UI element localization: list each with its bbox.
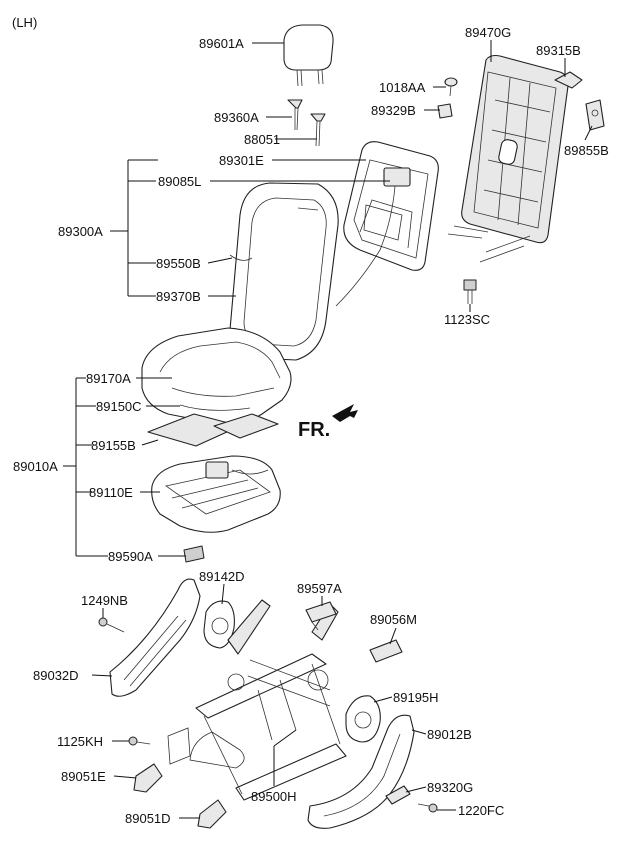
seat-cushion-part [141,327,292,425]
part-label-89855b: 89855B [564,143,609,158]
part-label-1123sc: 1123SC [444,312,490,327]
front-arrow [332,404,358,422]
part-label-1018aa: 1018AA [379,80,426,95]
part-label-89601a: 89601A [199,36,244,51]
bracket-89051e-part [133,763,163,793]
part-label-89051d: 89051D [125,811,171,826]
part-label-89300a: 89300A [58,224,103,239]
cover-89590a-part [183,545,205,563]
part-label-89590a: 89590A [108,549,153,564]
part-label-89597a: 89597A [297,581,342,596]
part-label-89012b: 89012B [427,727,472,742]
connector-89329b-part [437,103,453,119]
side-shield-left-part [109,578,201,697]
seat-track-mechanism-part [167,599,347,801]
part-label-89315b: 89315B [536,43,581,58]
bracket-89051d-part [197,799,227,829]
part-label-89142d: 89142D [199,569,245,584]
part-label-89155b: 89155B [91,438,136,453]
bolt-1123sc-part [463,279,477,304]
recliner-cover-part [203,600,235,649]
part-label-89110e: 89110E [89,485,133,500]
bolt-1018aa-part [444,77,458,97]
part-label-89470g: 89470G [465,25,511,40]
bracket-89320g-part [385,785,411,805]
bolt-1249nb-part [98,617,125,633]
bolt-1220fc-part [417,803,438,813]
part-label-89150c: 89150C [96,399,142,414]
part-label-89500h: 89500H [251,789,297,804]
part-label-89051e: 89051E [61,769,106,784]
bolt-1125kh-part [128,736,151,746]
part-label-89195h: 89195H [393,690,439,705]
side-shield-right-part [307,714,415,829]
side-label: (LH) [12,15,37,30]
part-label-89370b: 89370B [156,289,201,304]
headrest-part [283,24,334,87]
seat-pad-part [147,413,279,447]
part-label-89032d: 89032D [33,668,79,683]
part-label-1125kh: 1125KH [57,734,103,749]
part-label-89010a: 89010A [13,459,58,474]
part-label-88051: 88051 [244,132,280,147]
part-label-89360a: 89360A [214,110,259,125]
seat-back-panel-part [447,54,569,263]
recliner-cover-right-part [345,695,381,743]
seat-back-frame-part [335,141,439,307]
stopper-89056m-part [369,639,403,663]
part-label-89085l: 89085L [158,174,201,189]
part-label-89056m: 89056M [370,612,417,627]
part-label-89301e: 89301E [219,153,264,168]
front-direction-label: FR. [298,419,330,441]
part-label-89550b: 89550B [156,256,201,271]
part-label-1249nb: 1249NB [81,593,128,608]
part-label-89170a: 89170A [86,371,131,386]
seat-cushion-frame-part [151,455,281,533]
part-label-89329b: 89329B [371,103,416,118]
part-label-89320g: 89320G [427,780,473,795]
part-label-1220fc: 1220FC [458,803,504,818]
headrest-guide-2-part [310,113,326,147]
leader-lines [63,40,593,819]
latch-89855b-part [585,99,605,131]
headrest-guide-part [287,99,303,131]
